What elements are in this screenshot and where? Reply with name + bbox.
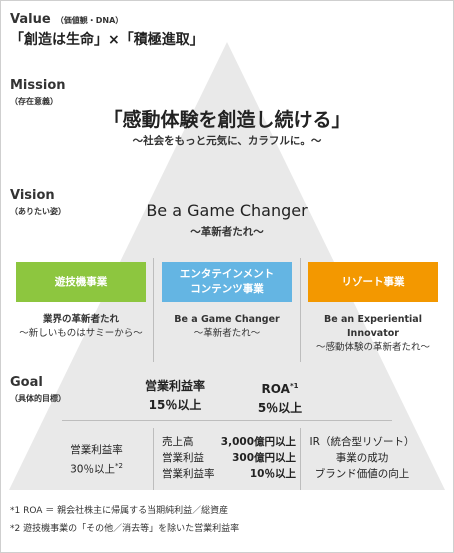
goal-seg2-label: 営業利益 [162,452,204,464]
goal-heading: Goal [10,375,43,390]
segment-desc-line2: Innovator [347,328,399,339]
segment-desc-line1: Be a Game Changer [174,314,280,325]
divider-vertical [300,428,301,490]
goal-seg2-value: 3,000億円以上 [220,436,296,448]
segment-desc-amusement: 業界の革新者たれ 〜新しいものはサミーから〜 [10,313,152,341]
value-text: 「創造は生命」×「積極進取」 [10,32,204,48]
goal-amusement: 営業利益率 30％以上*2 [40,442,153,478]
divider-vertical [153,428,154,490]
segment-desc-line2: 〜新しいものはサミーから〜 [19,328,143,339]
vision-heading: Vision [10,188,55,203]
divider-vertical [300,258,301,362]
divider-horizontal [62,420,392,421]
segment-box-entertainment: エンタテインメント コンテンツ事業 [162,262,292,302]
segment-desc-line3: 〜感動体験の革新者たれ〜 [315,342,430,353]
goal-entertainment: 売上高 3,000億円以上 営業利益 300億円以上 営業利益率 10％以上 [162,434,296,482]
goal-heading-note: （具体的目標） [10,394,66,403]
mission-title: 「感動体験を創造し続ける」 [103,109,351,131]
goal-seg2-value: 300億円以上 [232,452,296,464]
goal-seg3-line2: 事業の成功 [335,452,389,464]
segment-label-line1: リゾート事業 [341,275,405,288]
goal-metric2-label: ROA [261,382,290,396]
goal-seg2-label: 売上高 [162,436,194,448]
footnote-op-margin: *2 遊技機事業の「その他／消去等」を除いた営業利益率 [10,524,240,534]
footnote-roa: *1 ROA ＝ 親会社株主に帰属する当期純利益／総資産 [10,506,229,516]
vision-heading-note: （ありたい姿） [10,207,66,216]
vision-subtitle: 〜革新者たれ〜 [190,226,264,238]
goal-seg2-value: 10％以上 [249,468,296,480]
goal-seg3-line1: IR（統合型リゾート） [309,436,415,448]
segment-desc-line1: 業界の革新者たれ [42,314,119,325]
segment-desc-resort: Be an Experiential Innovator 〜感動体験の革新者たれ… [302,313,444,355]
goal-metric-roa: ROA*1 5％以上 [230,377,330,418]
goal-seg1-line1: 営業利益率 [70,444,123,456]
mission-heading-note: （存在意義） [10,97,58,106]
goal-metric2-value: 5％以上 [257,401,303,415]
mission-heading: Mission [10,78,66,93]
value-heading: Value [10,12,51,27]
segment-label-line2: コンテンツ事業 [190,283,264,295]
goal-seg2-row: 営業利益 300億円以上 [162,450,296,466]
value-heading-row: Value （価値観・DNA） [10,8,123,27]
mission-subtitle: 〜社会をもっと元気に、カラフルに。〜 [132,135,322,147]
segment-label-line1: エンタテインメント [179,268,275,280]
goal-seg2-label: 営業利益率 [162,468,215,480]
value-heading-note: （価値観・DNA） [55,16,124,25]
vision-title: Be a Game Changer [146,201,308,220]
goal-metric1-value: 15％以上 [148,398,202,412]
segment-box-amusement: 遊技機事業 [16,262,146,302]
goal-metric2-note: *1 [289,382,299,390]
segment-desc-line2: 〜革新者たれ〜 [193,328,261,339]
goal-resort: IR（統合型リゾート） 事業の成功 ブランド価値の向上 [302,434,422,482]
segment-desc-line1: Be an Experiential [324,314,422,325]
segment-desc-entertainment: Be a Game Changer 〜革新者たれ〜 [156,313,298,341]
goal-metric-op-margin: 営業利益率 15％以上 [120,377,230,415]
segment-label-line1: 遊技機事業 [54,275,108,288]
goal-seg1-note: *2 [114,462,123,470]
divider-vertical [153,258,154,362]
segment-box-resort: リゾート事業 [308,262,438,302]
goal-seg2-row: 営業利益率 10％以上 [162,466,296,482]
goal-seg3-line3: ブランド価値の向上 [314,468,410,480]
goal-metric1-label: 営業利益率 [144,379,205,393]
goal-seg1-line2: 30％以上 [70,463,115,476]
goal-seg2-row: 売上高 3,000億円以上 [162,434,296,450]
